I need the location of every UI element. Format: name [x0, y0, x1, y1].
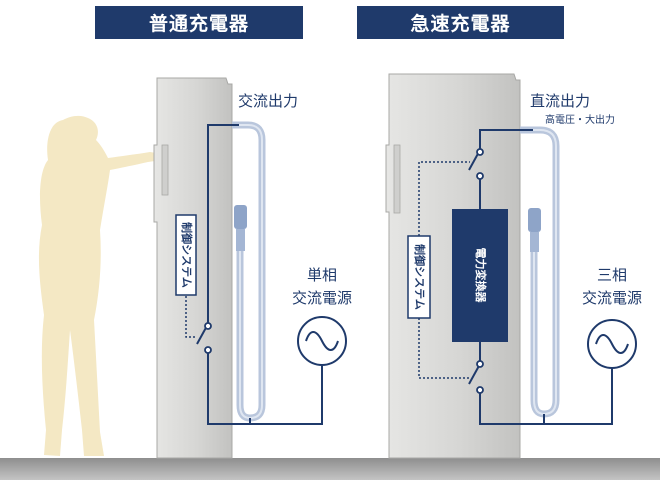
quick-charging-connector: [528, 208, 541, 252]
power-converter-label: 電力変換器: [474, 248, 488, 304]
normal-source-label: 交流電源: [292, 289, 352, 307]
three-phase-label: 三相: [597, 266, 627, 284]
normal-control-system-label: 制御システム: [180, 222, 194, 288]
normal-charging-cable: [232, 121, 266, 422]
header-quick-charger: 急速充電器: [357, 6, 564, 39]
quick-switch-bottom-contact-a: [476, 360, 484, 368]
normal-switch-contact-top: [204, 322, 212, 330]
quick-control-system-label: 制御システム: [413, 244, 427, 310]
power-converter-box: [452, 209, 508, 342]
ac-three-phase-source-icon: [587, 319, 637, 369]
quick-switch-top-contact-a: [476, 148, 484, 156]
ground: [0, 458, 660, 480]
quick-output-label: 直流出力: [530, 92, 590, 110]
quick-switch-bottom-contact-b: [476, 386, 484, 394]
quick-switch-top-contact-b: [476, 172, 484, 180]
header-normal-charger: 普通充電器: [95, 6, 303, 39]
normal-output-label: 交流出力: [238, 92, 298, 110]
normal-switch-contact-bottom: [204, 346, 212, 354]
quick-source-label: 交流電源: [582, 289, 642, 307]
normal-control-link: [185, 296, 197, 338]
person-silhouette: [38, 115, 164, 457]
single-phase-label: 単相: [307, 266, 337, 284]
quick-control-links: [418, 161, 470, 379]
ac-single-phase-source-icon: [297, 316, 347, 366]
quick-output-sublabel: 高電圧・大出力: [545, 113, 615, 126]
quick-charging-cable: [520, 126, 560, 418]
quick-control-system-box: [407, 235, 431, 319]
normal-charging-connector: [234, 205, 247, 251]
normal-control-system-box: [175, 214, 197, 296]
